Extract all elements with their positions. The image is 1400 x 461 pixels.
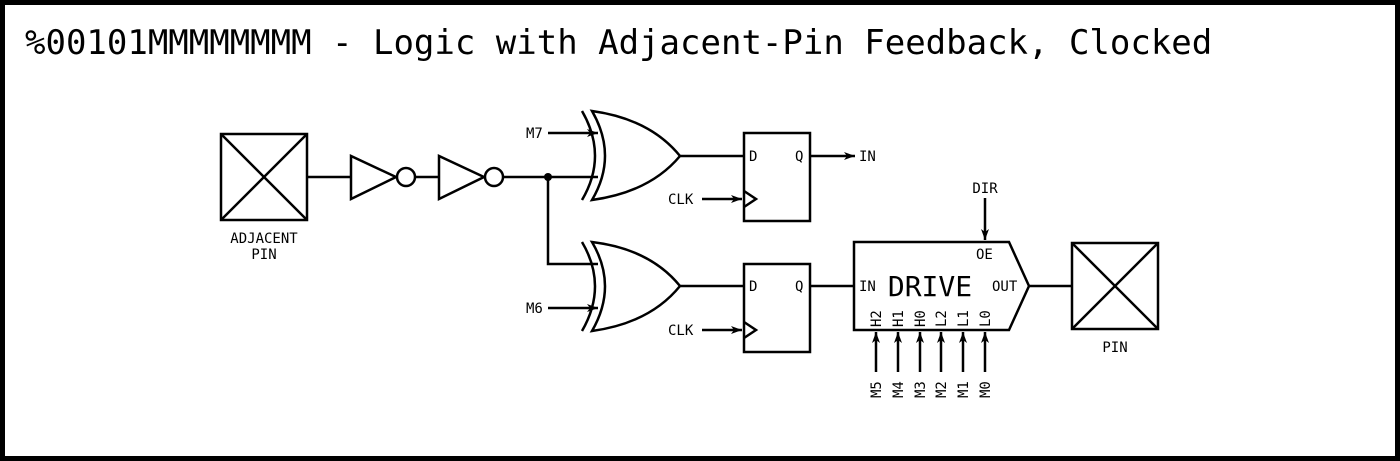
clk-top-label: CLK — [668, 192, 694, 208]
ff-bottom-d-label: D — [749, 279, 757, 295]
pin-box — [1070, 241, 1160, 331]
mode-bit-m1: M1 — [956, 381, 972, 398]
drive-oe-label: OE — [976, 247, 993, 263]
adjacent-pin-box — [219, 132, 309, 222]
mode-bit-m0: M0 — [978, 381, 994, 398]
ff-top-d-label: D — [749, 149, 757, 165]
mode-bit-m3: M3 — [913, 381, 929, 398]
mode-bit-m4: M4 — [891, 381, 907, 398]
adjacent-pin-label-line1: ADJACENT — [230, 231, 298, 247]
adjacent-pin-label-line2: PIN — [251, 247, 276, 263]
flip-flop-top — [742, 131, 812, 223]
pin-label: PIN — [1102, 340, 1127, 356]
drive-out-label: OUT — [992, 279, 1018, 295]
mode-bit-labels: M5 M4 M3 M2 M1 M0 — [869, 381, 994, 398]
mode-bit-m2: M2 — [934, 381, 950, 398]
drive-input-l0: L0 — [978, 310, 994, 327]
mode-bit-m5: M5 — [869, 381, 885, 398]
drive-input-l2: L2 — [934, 310, 950, 327]
drive-input-h2: H2 — [869, 310, 885, 327]
drive-input-h0: H0 — [913, 310, 929, 327]
drive-in-label: IN — [859, 279, 876, 295]
drive-input-h1: H1 — [891, 310, 907, 327]
xor-gate-bottom — [580, 240, 682, 333]
in-output-label: IN — [859, 149, 876, 165]
diagram-title: %00101MMMMMMMM - Logic with Adjacent-Pin… — [25, 23, 1213, 63]
drive-input-l1: L1 — [956, 310, 972, 327]
ff-top-q-label: Q — [795, 149, 803, 165]
inverter-2 — [437, 154, 505, 202]
m7-label: M7 — [526, 126, 543, 142]
wire-to-xor-bottom — [546, 177, 598, 266]
xor-gate-top — [580, 109, 682, 202]
drive-block — [852, 240, 1031, 332]
clk-bottom-label: CLK — [668, 323, 694, 339]
flip-flop-bottom — [742, 262, 812, 354]
drive-title: DRIVE — [888, 270, 972, 303]
m6-label: M6 — [526, 301, 543, 317]
inverter-1 — [349, 154, 417, 202]
ff-bottom-q-label: Q — [795, 279, 803, 295]
drive-input-labels: H2 H1 H0 L2 L1 L0 — [869, 310, 994, 327]
dir-label: DIR — [972, 181, 998, 197]
mode-bit-wires — [872, 332, 989, 372]
